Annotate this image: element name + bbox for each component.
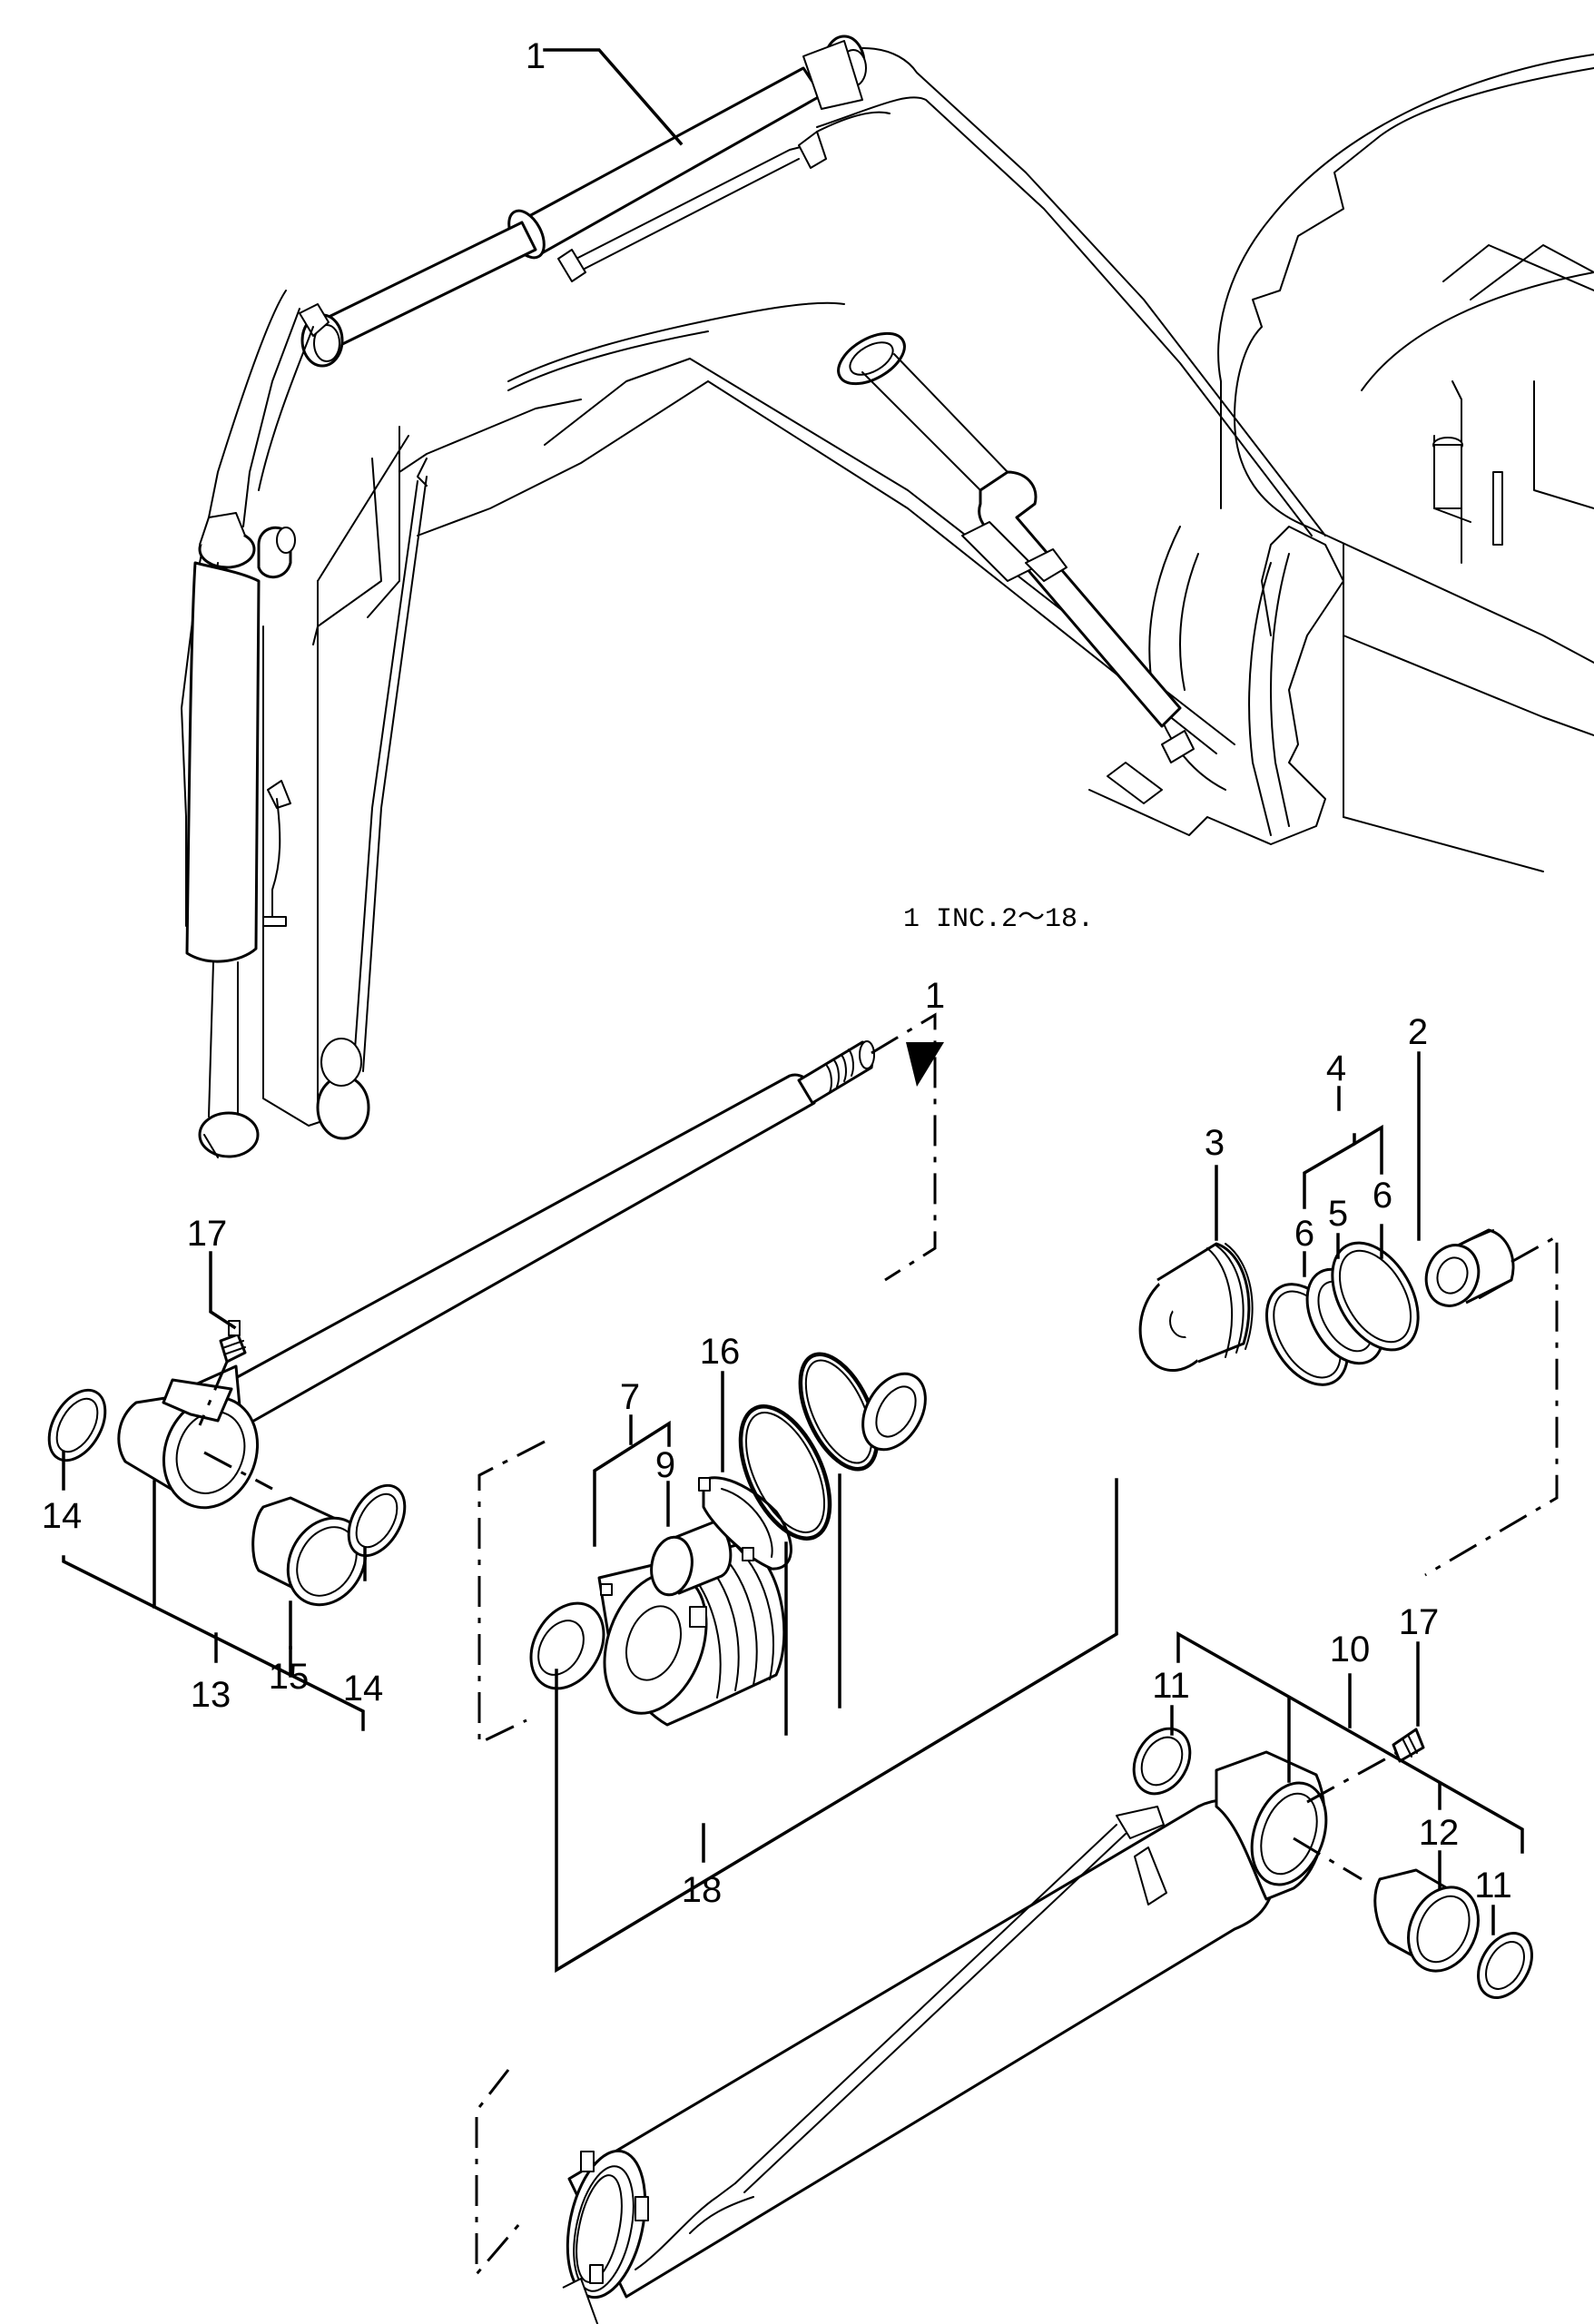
callout-label-10: 10	[1330, 1630, 1371, 1669]
backup-ring-right	[1331, 1241, 1420, 1352]
callout-label-2: 2	[1408, 1012, 1428, 1052]
callout-label-18: 18	[682, 1870, 723, 1910]
callout-label-1: 1	[526, 36, 546, 76]
rod-cover	[597, 1541, 786, 1727]
callout-label-7: 7	[620, 1377, 640, 1417]
grease-fitting-tube: 17	[1392, 1602, 1440, 1763]
arm-cylinder	[299, 34, 867, 368]
callout-arrow-marker: 1	[906, 976, 945, 1087]
callout-label-13: 13	[191, 1675, 231, 1715]
bracket-rod-cover: 7	[593, 1377, 671, 1547]
seal-ring-small	[861, 1372, 927, 1452]
bushing-rod: 15	[251, 1496, 368, 1697]
arrow-marker-label: 1	[925, 976, 945, 1016]
callout-label-6-right: 6	[1373, 1176, 1392, 1216]
callout-label-16: 16	[700, 1332, 741, 1372]
cushion-ring: 16	[698, 1332, 792, 1571]
o-ring-medium	[798, 1352, 880, 1472]
callout-label-12: 12	[1419, 1813, 1460, 1853]
pointer-arrow-icon	[906, 1042, 944, 1087]
dust-seal-rod-left: 14	[42, 1388, 107, 1536]
callout-label-17-tube: 17	[1399, 1602, 1440, 1642]
callout-label-11-right: 11	[1474, 1866, 1512, 1905]
bracket-seal-set: 4 5 6 6	[1294, 1049, 1392, 1277]
dust-seal-tube-left: 11	[1132, 1666, 1192, 1796]
exploded-view: 1 17	[42, 976, 1559, 2324]
callout-label-9: 9	[655, 1445, 675, 1485]
callout-label-4: 4	[1326, 1049, 1346, 1088]
piston-rod	[117, 1012, 937, 1510]
callout-label-6-left: 6	[1294, 1214, 1314, 1254]
grease-fitting-rod: 17	[187, 1214, 247, 1426]
o-ring-large	[738, 1404, 832, 1541]
dust-seal-rod-right: 14	[343, 1483, 407, 1709]
boom	[398, 47, 1344, 845]
callout-label-14-left: 14	[42, 1496, 83, 1536]
callout-label-5: 5	[1328, 1194, 1348, 1234]
arm	[181, 290, 428, 1158]
cylinder-tube	[475, 1750, 1399, 2324]
dust-seal-rod-cover	[529, 1601, 605, 1690]
nut: 2	[1408, 1012, 1559, 1577]
bracket-seal-kit: 18	[555, 1473, 1118, 1974]
callout-label-14-right: 14	[343, 1669, 384, 1709]
bracket-tube-assembly: 10	[1176, 1630, 1524, 1854]
assembly-note: 1 INC.2～18.	[903, 904, 1094, 935]
excavator-boom-illustration: 1	[181, 34, 1594, 1158]
callout-top-cylinder: 1	[526, 36, 684, 146]
boom-cylinder	[837, 331, 1195, 804]
callout-label-15: 15	[269, 1657, 310, 1697]
bushing-tube: 12	[1373, 1813, 1480, 1973]
callout-label-11-left: 11	[1152, 1666, 1190, 1706]
dashed-guide-rod-cover	[477, 1440, 546, 1746]
bushing-rod-cover: 9	[650, 1445, 733, 1597]
bracket-rod-assembly: 13	[62, 1480, 365, 1731]
callout-label-17-rod: 17	[187, 1214, 228, 1254]
callout-label-3: 3	[1205, 1123, 1225, 1163]
upper-structure-outline	[1217, 54, 1594, 872]
dust-seal-tube-right: 11	[1474, 1866, 1533, 1999]
piston: 3	[1138, 1123, 1254, 1373]
